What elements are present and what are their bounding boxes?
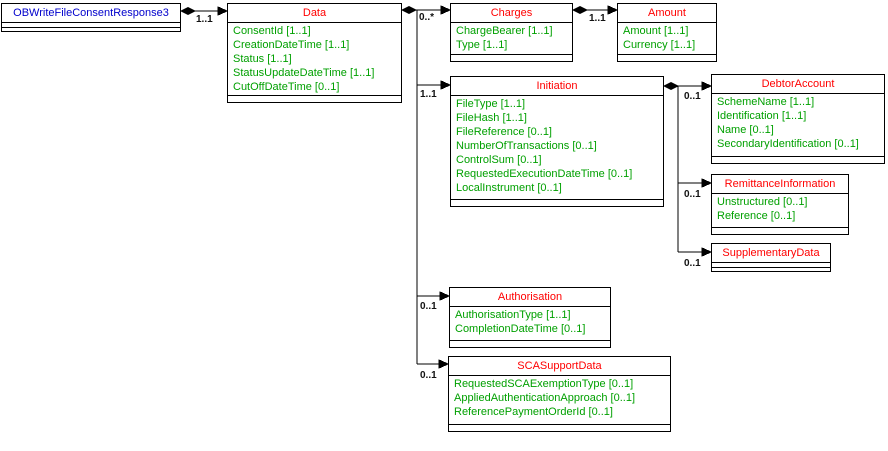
class-box-authorisation: Authorisation AuthorisationType [1..1] C… xyxy=(449,287,611,348)
composition-diamond-icon xyxy=(400,5,418,15)
class-title: Authorisation xyxy=(450,288,610,307)
class-title: DebtorAccount xyxy=(712,75,884,94)
field-row: Currency [1..1] xyxy=(623,39,696,51)
field-row: RequestedSCAExemptionType [0..1] xyxy=(454,378,634,390)
multiplicity-data-initiation: 1..1 xyxy=(420,89,437,100)
arrowhead-icon xyxy=(439,291,451,301)
connector-data-initiation xyxy=(417,80,452,90)
attributes-compartment: Amount [1..1] Currency [1..1] xyxy=(618,23,716,55)
attributes-compartment: Unstructured [0..1] Reference [0..1] xyxy=(712,194,848,228)
class-title: OBWriteFileConsentResponse3 xyxy=(2,4,180,23)
class-box-sca-support-data: SCASupportData RequestedSCAExemptionType… xyxy=(448,356,671,432)
class-box-initiation: Initiation FileType [1..1] FileHash [1..… xyxy=(450,76,664,207)
operations-compartment-empty xyxy=(2,28,180,32)
field-row: CompletionDateTime [0..1] xyxy=(455,323,586,335)
field-row: AppliedAuthenticationApproach [0..1] xyxy=(454,392,636,404)
operations-compartment-empty xyxy=(712,228,848,234)
field-row: RequestedExecutionDateTime [0..1] xyxy=(456,168,633,180)
attributes-compartment-empty xyxy=(712,263,830,268)
arrowhead-icon xyxy=(607,5,619,15)
class-title: Amount xyxy=(618,4,716,23)
arrowhead-icon xyxy=(440,80,452,90)
attributes-compartment: ConsentId [1..1] CreationDateTime [1..1]… xyxy=(228,23,401,96)
multiplicity-charges-amount: 1..1 xyxy=(589,13,606,24)
field-row: LocalInstrument [0..1] xyxy=(456,182,562,194)
class-box-remittance-information: RemittanceInformation Unstructured [0..1… xyxy=(711,174,849,235)
composition-diamond-icon xyxy=(571,5,589,15)
multiplicity-initiation-remittance-information: 0..1 xyxy=(684,189,701,200)
field-row: CreationDateTime [1..1] xyxy=(233,39,350,51)
class-title: Data xyxy=(228,4,401,23)
arrowhead-icon xyxy=(701,178,713,188)
multiplicity-initiation-supplementary-data: 0..1 xyxy=(684,258,701,269)
field-row: ReferencePaymentOrderId [0..1] xyxy=(454,406,613,418)
connector-data-sca-support-data xyxy=(417,359,450,369)
class-title: Initiation xyxy=(451,77,663,96)
multiplicity-data-sca-support-data: 0..1 xyxy=(420,370,437,381)
multiplicity-data-authorisation: 0..1 xyxy=(420,301,437,312)
connector-initiation-supplementary-data xyxy=(678,247,713,257)
composition-diamond-icon xyxy=(179,6,197,16)
field-row: Name [0..1] xyxy=(717,124,774,136)
class-title: RemittanceInformation xyxy=(712,175,848,194)
arrowhead-icon xyxy=(440,5,452,15)
operations-compartment-empty xyxy=(449,425,670,431)
arrowhead-icon xyxy=(438,359,450,369)
attributes-compartment: AuthorisationType [1..1] CompletionDateT… xyxy=(450,307,610,341)
attributes-compartment: ChargeBearer [1..1] Type [1..1] xyxy=(451,23,572,55)
arrowhead-icon xyxy=(701,81,713,91)
attributes-compartment: FileType [1..1] FileHash [1..1] FileRefe… xyxy=(451,96,663,200)
class-title: SCASupportData xyxy=(449,357,670,376)
multiplicity-initiation-debtor-account: 0..1 xyxy=(684,91,701,102)
class-box-debtor-account: DebtorAccount SchemeName [1..1] Identifi… xyxy=(711,74,885,164)
field-row: Amount [1..1] xyxy=(623,25,689,37)
class-box-root: OBWriteFileConsentResponse3 xyxy=(1,3,181,32)
connector-initiation-debtor-account xyxy=(662,81,713,252)
attributes-compartment-empty xyxy=(2,23,180,28)
multiplicity-root-data: 1..1 xyxy=(196,14,213,25)
operations-compartment-empty xyxy=(712,157,884,163)
connector-data-authorisation xyxy=(417,291,451,301)
field-row: Type [1..1] xyxy=(456,39,508,51)
field-row: SecondaryIdentification [0..1] xyxy=(717,138,859,150)
composition-diamond-icon xyxy=(662,81,680,91)
operations-compartment-empty xyxy=(451,55,572,61)
field-row: FileType [1..1] xyxy=(456,98,526,110)
operations-compartment-empty xyxy=(451,200,663,206)
connector-initiation-remittance-information xyxy=(678,178,713,188)
field-row: FileReference [0..1] xyxy=(456,126,552,138)
field-row: SchemeName [1..1] xyxy=(717,96,815,108)
operations-compartment-empty xyxy=(450,341,610,347)
class-title: SupplementaryData xyxy=(712,244,830,263)
field-row: Unstructured [0..1] xyxy=(717,196,808,208)
field-row: StatusUpdateDateTime [1..1] xyxy=(233,67,375,79)
field-row: Status [1..1] xyxy=(233,53,292,65)
field-row: Reference [0..1] xyxy=(717,210,796,222)
operations-compartment-empty xyxy=(618,55,716,61)
field-row: AuthorisationType [1..1] xyxy=(455,309,571,321)
class-box-amount: Amount Amount [1..1] Currency [1..1] xyxy=(617,3,717,62)
arrowhead-icon xyxy=(217,6,229,16)
multiplicity-data-charges: 0..* xyxy=(419,12,435,23)
field-row: ConsentId [1..1] xyxy=(233,25,311,37)
attributes-compartment: RequestedSCAExemptionType [0..1] Applied… xyxy=(449,376,670,425)
class-box-data: Data ConsentId [1..1] CreationDateTime [… xyxy=(227,3,402,103)
arrowhead-icon xyxy=(701,247,713,257)
operations-compartment-empty xyxy=(712,268,830,272)
operations-compartment-empty xyxy=(228,96,401,102)
field-row: NumberOfTransactions [0..1] xyxy=(456,140,597,152)
field-row: ControlSum [0..1] xyxy=(456,154,542,166)
field-row: ChargeBearer [1..1] xyxy=(456,25,553,37)
class-box-supplementary-data: SupplementaryData xyxy=(711,243,831,272)
attributes-compartment: SchemeName [1..1] Identification [1..1] … xyxy=(712,94,884,157)
field-row: FileHash [1..1] xyxy=(456,112,527,124)
field-row: Identification [1..1] xyxy=(717,110,807,122)
class-title: Charges xyxy=(451,4,572,23)
field-row: CutOffDateTime [0..1] xyxy=(233,81,340,93)
class-box-charges: Charges ChargeBearer [1..1] Type [1..1] xyxy=(450,3,573,62)
